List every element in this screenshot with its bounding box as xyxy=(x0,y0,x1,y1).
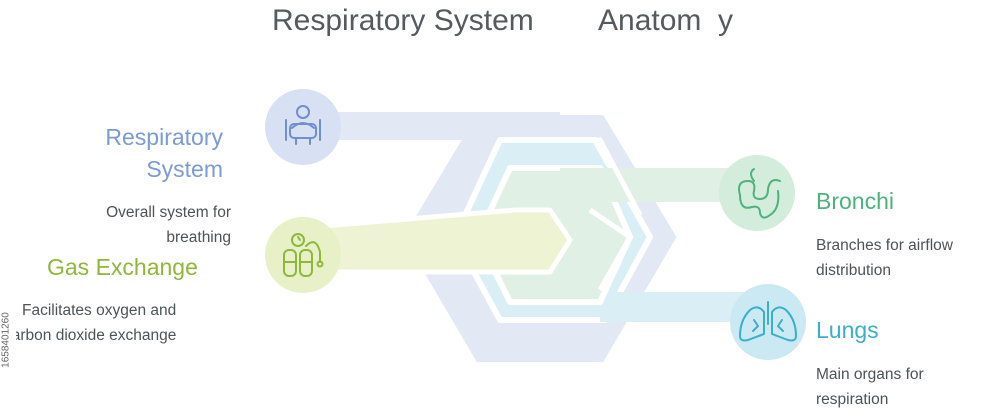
bronchi-icon xyxy=(738,168,781,219)
desc-gas-exchange-line1: Facilitates oxygen and xyxy=(22,302,177,319)
desc-gas-exchange-line2: carbon dioxide exchange xyxy=(16,327,177,344)
connector-arrow-gas-exchange xyxy=(297,207,573,275)
desc-bronchi-line1: Branches for airflow xyxy=(816,237,953,254)
desc-respiratory-system: Overall system for breathing xyxy=(20,200,231,250)
desc-lungs-line2: respiration xyxy=(816,391,889,408)
label-gas-exchange: Gas Exchange xyxy=(47,254,198,280)
watermark-id-text: 1658401260 xyxy=(0,312,12,368)
watermark-id: 1658401260 xyxy=(0,300,14,380)
label-lungs: Lungs xyxy=(816,317,879,343)
icon-circle-respiratory xyxy=(265,89,341,165)
title-part-1: Respiratory System xyxy=(272,4,534,37)
desc-respiratory-line1: Overall system for xyxy=(106,204,231,221)
icon-circle-bronchi xyxy=(719,155,795,231)
desc-lungs-line1: Main organs for xyxy=(816,366,924,383)
connector-band-respiratory xyxy=(300,112,560,140)
label-bronchi: Bronchi xyxy=(816,188,894,214)
people-icon xyxy=(285,105,321,145)
page-title: Respiratory System Anatom y xyxy=(0,2,1000,42)
desc-respiratory-line2: breathing xyxy=(166,229,231,246)
label-respiratory-line1: Respiratory xyxy=(105,124,223,150)
title-part-2: Anatom y xyxy=(598,4,734,37)
gas-tank-icon xyxy=(283,233,324,277)
lungs-icon xyxy=(739,301,797,342)
desc-bronchi: Branches for airflow distribution xyxy=(816,233,996,283)
label-respiratory-line2: System xyxy=(146,156,223,182)
desc-bronchi-line2: distribution xyxy=(816,262,891,279)
desc-gas-exchange: Facilitates oxygen and carbon dioxide ex… xyxy=(16,298,216,348)
label-respiratory-system: Respiratory System xyxy=(40,121,223,185)
desc-lungs: Main organs for respiration xyxy=(816,362,996,412)
icon-circle-gas-exchange xyxy=(265,217,341,293)
